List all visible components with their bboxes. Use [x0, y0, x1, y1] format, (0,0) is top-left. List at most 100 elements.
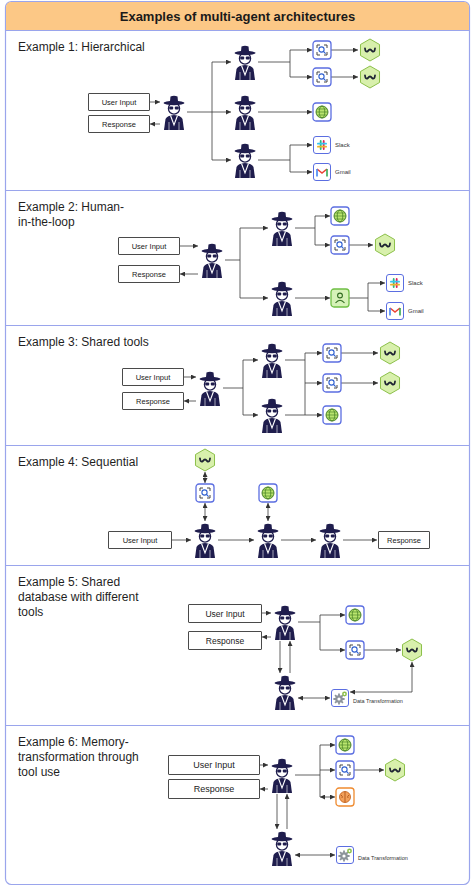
wire — [268, 503, 269, 521]
agent-icon — [202, 544, 209, 554]
search-tool-icon — [342, 767, 347, 772]
box-label: Response — [102, 120, 136, 129]
agent-icon — [276, 839, 287, 850]
agent-icon — [282, 696, 289, 706]
vector-db-hexagon — [380, 342, 399, 364]
web-tool-icon — [326, 409, 338, 421]
wire — [295, 855, 335, 856]
agent-icon — [235, 115, 255, 130]
io-box: Response — [378, 531, 430, 549]
wire — [240, 298, 268, 299]
agent-icon — [242, 164, 249, 174]
agent-icon — [235, 51, 256, 55]
agent-icon — [262, 404, 283, 408]
wire — [180, 274, 198, 275]
agent-icon — [175, 107, 179, 110]
wire — [320, 745, 335, 746]
search-tool-icon — [350, 645, 360, 655]
agent-icon — [267, 410, 271, 413]
wire — [364, 650, 401, 651]
search-tool-icon — [319, 74, 324, 79]
wire-group — [150, 50, 412, 855]
example-title: Example 2: Human-in-the-loop — [18, 200, 136, 230]
web-tool-icon — [265, 487, 271, 499]
vector-db-hexagon — [402, 639, 421, 661]
vector-db-hexagon — [385, 352, 395, 355]
wire — [225, 260, 240, 261]
tool-label: Data Transformation — [358, 855, 408, 861]
web-tool-icon — [342, 739, 348, 751]
agent-icon — [269, 364, 276, 374]
agent-icon — [213, 255, 217, 258]
search-tool-icon — [327, 378, 337, 388]
search-tool-icon — [346, 771, 348, 773]
wire — [315, 216, 330, 217]
web-tool-icon — [346, 606, 364, 624]
search-tool-icon — [323, 51, 325, 53]
agent-icon — [277, 293, 281, 296]
slack-glyph — [390, 281, 400, 283]
agent-icon — [272, 851, 292, 866]
agent-icon — [207, 270, 217, 278]
agent-icon — [242, 66, 249, 76]
agent-icon — [325, 535, 329, 538]
wire — [205, 472, 206, 483]
web-tool-icon — [313, 103, 331, 121]
dt-glyph — [349, 850, 351, 852]
wire — [212, 62, 213, 160]
agent-icon — [258, 524, 279, 558]
agent-icon — [200, 550, 210, 558]
search-tool-icon — [323, 374, 341, 392]
agent-icon — [277, 843, 281, 846]
agent-icon — [262, 531, 273, 542]
web-tool-icon — [319, 106, 325, 118]
agent-icon — [283, 770, 287, 773]
search-tool-icon — [329, 380, 334, 385]
example-band: User InputResponseData TransformationExa… — [6, 725, 469, 883]
human-icon — [336, 300, 345, 303]
gmail-glyph — [317, 169, 327, 177]
search-tool-icon — [319, 47, 324, 52]
agent-icon — [239, 103, 250, 114]
vector-db-hexagon — [385, 382, 395, 385]
example-title: Example 5: Shared database with differen… — [18, 575, 158, 620]
agent-icon — [169, 122, 179, 130]
slack-glyph — [323, 140, 325, 150]
vector-db-hexagon — [380, 372, 399, 394]
wire — [150, 124, 160, 125]
memory-icon — [336, 788, 354, 806]
search-tool-icon — [202, 490, 207, 495]
tool-label: Data Transformation — [353, 698, 403, 704]
agent-icon — [278, 212, 286, 219]
wire — [285, 415, 305, 416]
agent-icon — [168, 103, 179, 114]
wire — [290, 145, 312, 146]
web-tool-icon — [262, 487, 274, 499]
agent-icon — [277, 785, 287, 793]
box-label: User Input — [205, 609, 244, 619]
wire — [205, 503, 206, 521]
agent-icon — [279, 613, 290, 624]
wire — [320, 615, 345, 616]
box-label: Response — [206, 636, 244, 646]
slack-glyph — [390, 278, 400, 288]
slack-glyph — [390, 284, 400, 286]
web-tool-icon — [339, 739, 351, 751]
search-tool-icon — [317, 72, 327, 82]
agent-icon — [275, 681, 296, 685]
search-tool-icon — [327, 348, 337, 358]
agent-icon — [276, 219, 287, 230]
agent-icon — [320, 524, 341, 558]
web-tool-icon — [349, 609, 361, 621]
web-tool-icon — [326, 412, 338, 418]
wire — [341, 353, 378, 354]
wire — [349, 245, 373, 246]
io-box: User Input — [108, 531, 172, 549]
wire — [277, 794, 278, 829]
agent-icon — [201, 524, 209, 531]
web-tool-icon — [259, 484, 277, 502]
agent-icon — [282, 626, 289, 636]
search-tool-icon — [335, 240, 345, 250]
wire — [341, 383, 378, 384]
box-label: Response — [387, 536, 421, 545]
